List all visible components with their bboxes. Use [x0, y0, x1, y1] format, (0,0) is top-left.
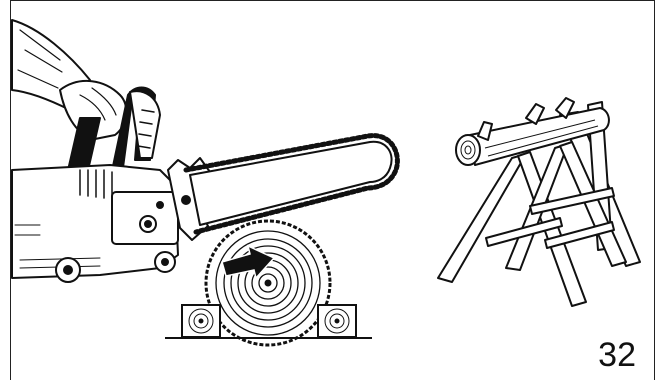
log-end-grain [206, 221, 330, 345]
figure-number: 32 [598, 336, 636, 375]
chainsaw-illustration [12, 20, 397, 282]
sawhorse-illustration [438, 98, 640, 306]
support-block-right [318, 305, 356, 337]
support-block-left [182, 305, 220, 337]
guide-bar [190, 142, 392, 225]
chain-brake [130, 91, 160, 158]
